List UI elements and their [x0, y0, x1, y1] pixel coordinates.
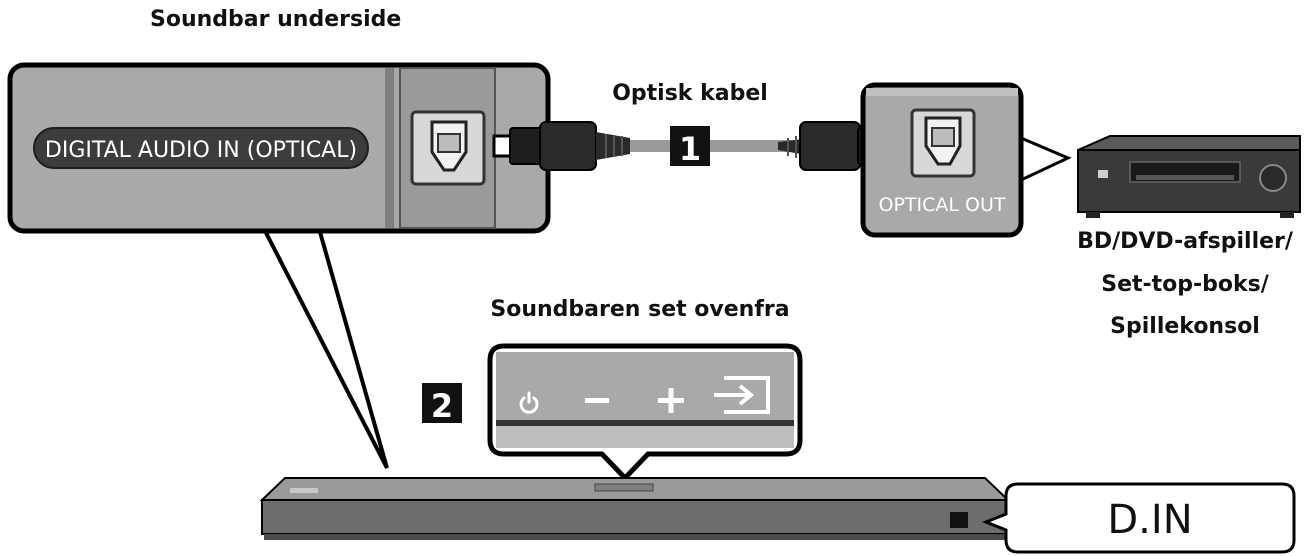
source-input-icon[interactable] — [714, 376, 770, 414]
underside-callout-pointer — [258, 223, 389, 469]
soundbar — [259, 477, 1011, 540]
digital-audio-in-label-bg — [33, 127, 369, 169]
step-1-number: 1 — [679, 130, 701, 168]
underside-title: Soundbar underside — [150, 7, 401, 32]
soundbar-display-window — [950, 512, 968, 528]
digital-audio-in-label: DIGITAL AUDIO IN (OPTICAL) — [45, 138, 357, 163]
power-icon[interactable] — [519, 391, 539, 414]
optical-output-port — [910, 108, 976, 178]
optical-input-port — [410, 110, 486, 186]
soundbar-top-buttons — [594, 483, 654, 492]
device-label-line1: BD/DVD-afspiller/ — [1077, 229, 1294, 254]
display-text: D.IN — [1107, 497, 1192, 543]
bd-dvd-player — [1077, 135, 1301, 218]
soundbar-logo — [290, 488, 318, 493]
optical-cable-label: Optisk kabel — [612, 81, 768, 106]
device-label-line3: Spillekonsol — [1110, 314, 1260, 339]
step-1-badge: 1 — [670, 126, 710, 168]
device-callout-pointer — [1020, 136, 1072, 182]
device-output-panel: OPTICAL OUT — [860, 82, 1024, 238]
volume-down-icon[interactable] — [585, 398, 609, 403]
step-2-badge: 2 — [422, 383, 462, 425]
optical-out-label: OPTICAL OUT — [879, 194, 1006, 216]
device-label-line2: Set-top-boks/ — [1101, 272, 1270, 297]
top-view-title: Soundbaren set ovenfra — [490, 297, 789, 322]
underside-panel: DIGITAL AUDIO IN (OPTICAL) — [7, 62, 551, 234]
top-control-panel — [487, 343, 803, 482]
display-callout: D.IN — [981, 482, 1296, 554]
player-knob — [1259, 164, 1287, 192]
volume-up-icon[interactable] — [658, 388, 684, 413]
step-2-number: 2 — [431, 387, 453, 425]
